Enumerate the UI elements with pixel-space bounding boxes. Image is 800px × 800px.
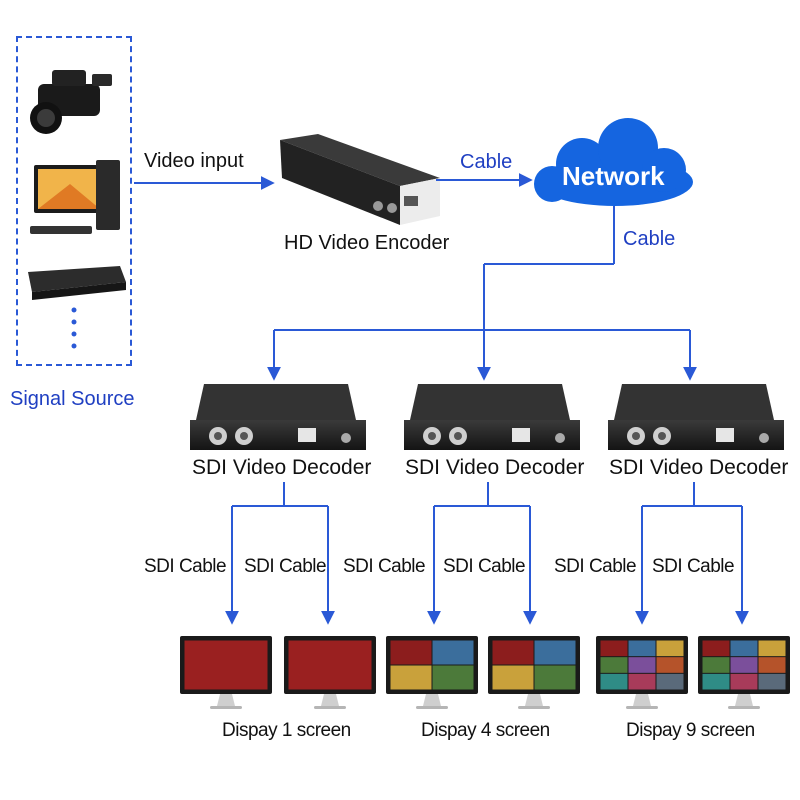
sdi-cable-label-2a: SDI Cable bbox=[343, 556, 426, 577]
edges-decoder-3-displays bbox=[635, 482, 749, 625]
monitor-icon-3-2 bbox=[698, 636, 790, 709]
signal-source-group bbox=[16, 36, 132, 366]
encoder-device-icon bbox=[280, 134, 440, 225]
camcorder-icon bbox=[30, 70, 112, 134]
edges-decoder-2-displays bbox=[427, 482, 537, 625]
sdi-cable-label-3b: SDI Cable bbox=[652, 556, 735, 577]
desktop-pc-icon bbox=[30, 160, 120, 234]
edge-label-cable-network: Cable bbox=[623, 228, 676, 250]
monitor-icon-1-2 bbox=[284, 636, 376, 709]
sdi-cable-label-1a: SDI Cable bbox=[144, 556, 227, 577]
encoder-label: HD Video Encoder bbox=[284, 232, 450, 254]
media-player-icon bbox=[28, 266, 126, 300]
more-sources-dots bbox=[71, 307, 77, 349]
monitor-icon-1-1 bbox=[180, 636, 272, 709]
monitor-icon-3-1 bbox=[596, 636, 688, 709]
decoder-label-1: SDI Video Decoder bbox=[192, 456, 372, 479]
edges-decoder-1-displays bbox=[225, 482, 335, 625]
decoder-device-icon-1 bbox=[190, 384, 366, 450]
sdi-cable-label-2b: SDI Cable bbox=[443, 556, 526, 577]
edge-label-video-input: Video input bbox=[144, 150, 244, 172]
monitor-icon-2-1 bbox=[386, 636, 478, 709]
display-label-2: Dispay 4 screen bbox=[421, 720, 550, 741]
monitor-icon-2-2 bbox=[488, 636, 580, 709]
decoder-device-icon-2 bbox=[404, 384, 580, 450]
edge-label-cable-encoder: Cable bbox=[460, 151, 513, 173]
signal-source-label: Signal Source bbox=[10, 388, 135, 410]
network-label: Network bbox=[562, 161, 665, 191]
display-label-3: Dispay 9 screen bbox=[626, 720, 755, 741]
decoder-device-icon-3 bbox=[608, 384, 784, 450]
monitors-group bbox=[180, 636, 790, 709]
sdi-cable-label-1b: SDI Cable bbox=[244, 556, 327, 577]
decoder-label-2: SDI Video Decoder bbox=[405, 456, 585, 479]
decoder-label-3: SDI Video Decoder bbox=[609, 456, 789, 479]
sdi-cable-label-3a: SDI Cable bbox=[554, 556, 637, 577]
network-cloud-icon bbox=[534, 118, 693, 206]
display-label-1: Dispay 1 screen bbox=[222, 720, 351, 741]
